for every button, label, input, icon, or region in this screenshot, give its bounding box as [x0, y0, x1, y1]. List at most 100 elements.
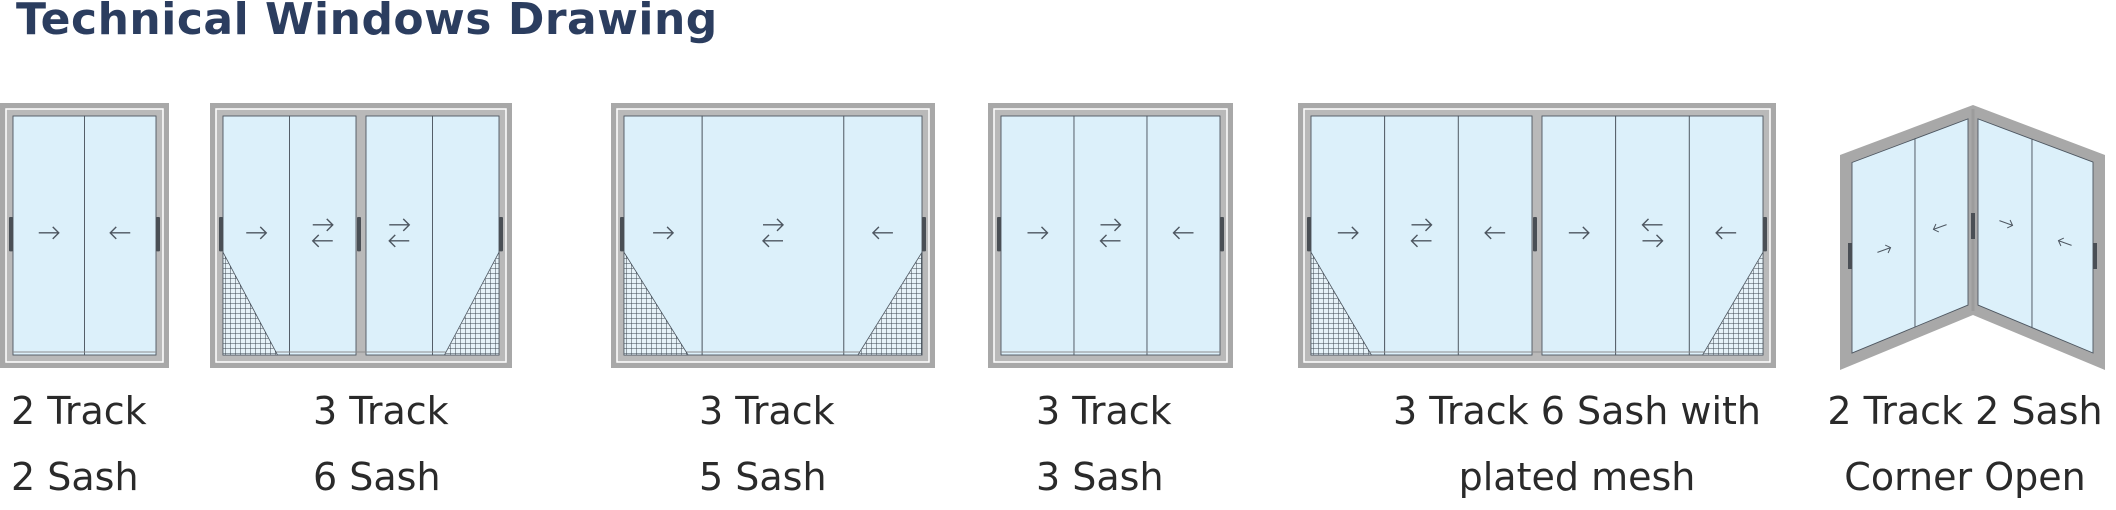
handle-icon: [156, 216, 160, 252]
label-3-track-6-sash: 3 Track 6 Sash: [313, 378, 449, 510]
arrow-path: [762, 234, 783, 248]
arrow-path: [1642, 234, 1664, 248]
handle-icon: [1848, 243, 1852, 269]
label-line2: 3 Sash: [1036, 455, 1164, 499]
arrow-path: [38, 226, 60, 240]
arrow-left-icon: [109, 226, 131, 240]
arrow-left-icon: [1172, 226, 1194, 240]
arrow-path: [763, 218, 784, 232]
label-3-track-6-sash-plated-mesh: 3 Track 6 Sash with plated mesh: [1372, 378, 1782, 510]
arrow-swap-right-left-icon: [762, 218, 784, 248]
mesh-screen-right: [1701, 250, 1764, 356]
arrow-path: [1999, 219, 2014, 229]
glass-panels: [623, 115, 923, 356]
mesh-screen-left: [1310, 250, 1373, 356]
glass-panel: [1851, 138, 1916, 354]
handle-icon: [922, 216, 926, 252]
handle-icon: [219, 216, 223, 252]
arrow-path: [1410, 234, 1432, 248]
label-line1: 3 Track: [313, 389, 449, 433]
handle-icon: [9, 216, 13, 252]
arrow-swap-left-right-icon: [1641, 218, 1664, 248]
glass-panel: [701, 115, 845, 356]
arrow-left-icon: [2057, 237, 2072, 247]
mesh-screen-right: [443, 252, 500, 356]
arrow-swap-right-left-icon: [311, 218, 334, 248]
arrow-path: [1877, 244, 1892, 254]
label-corner-open: 2 Track 2 Sash Corner Open: [1820, 378, 2110, 510]
label-line2: 2 Sash: [11, 455, 139, 499]
handle-icon: [1533, 216, 1537, 252]
handle-icon: [1971, 213, 1975, 239]
glass-panel: [1384, 115, 1459, 356]
arrow-left-icon: [1715, 226, 1737, 240]
glass-panel: [365, 115, 433, 356]
handle-icon: [1763, 216, 1767, 252]
label-line2: Corner Open: [1844, 455, 2086, 499]
glass-panel: [1615, 115, 1690, 356]
window-2-track-2-sash: [0, 103, 169, 368]
glass-panel: [1914, 118, 1969, 328]
handle-icon: [1220, 216, 1224, 252]
glass-panel: [84, 115, 157, 356]
glass-panels: [12, 115, 157, 356]
label-line1: 3 Track 6 Sash with: [1392, 389, 1761, 433]
label-line2: 6 Sash: [313, 455, 441, 499]
arrow-right-icon: [1999, 219, 2014, 229]
handle-icon: [997, 216, 1001, 252]
handle-icon: [1307, 216, 1311, 252]
label-line1: 2 Track: [11, 389, 147, 433]
mesh-screen-left: [623, 250, 689, 356]
arrow-path: [1100, 218, 1122, 232]
arrow-path: [246, 226, 268, 240]
glass-panel: [1146, 115, 1221, 356]
glass-panel: [1457, 115, 1533, 356]
arrow-path: [1099, 234, 1121, 248]
arrow-right-icon: [653, 226, 675, 240]
arrow-path: [1337, 226, 1359, 240]
glass-panel: [1073, 115, 1148, 356]
label-3-track-3-sash: 3 Track 3 Sash: [1036, 378, 1172, 510]
window-3-track-3-sash: [988, 103, 1233, 368]
arrow-path: [1411, 218, 1433, 232]
arrow-right-icon: [246, 226, 268, 240]
window-3-track-5-sash: [611, 103, 935, 368]
handle-icon: [357, 216, 361, 252]
glass-panel: [1541, 115, 1617, 356]
mesh-screen-right: [857, 250, 923, 356]
glass-panels: [1851, 118, 2094, 354]
label-3-track-5-sash: 3 Track 5 Sash: [699, 378, 835, 510]
arrow-swap-right-left-icon: [388, 218, 411, 248]
arrow-path: [1641, 218, 1663, 232]
label-line1: 3 Track: [699, 389, 835, 433]
glass-panel: [12, 115, 85, 356]
arrow-right-icon: [1568, 226, 1590, 240]
arrow-swap-right-left-icon: [1099, 218, 1122, 248]
label-line1: 2 Track 2 Sash: [1827, 389, 2103, 433]
window-corner-open: [1840, 105, 2105, 370]
arrow-right-icon: [1877, 244, 1892, 254]
arrow-left-icon: [1484, 226, 1506, 240]
glass-panel: [1977, 118, 2033, 329]
arrow-path: [312, 218, 334, 232]
arrow-wrap: [1877, 244, 1892, 254]
arrow-wrap: [1932, 223, 1947, 233]
arrow-path: [1484, 226, 1506, 240]
arrow-path: [1568, 226, 1590, 240]
glass-panel: [2031, 138, 2094, 354]
window-3-track-6-sash-plated-mesh: [1298, 103, 1776, 368]
arrow-path: [1715, 226, 1737, 240]
label-line2: plated mesh: [1458, 455, 1696, 499]
mesh-screen-left: [222, 252, 279, 356]
handle-icon: [620, 216, 624, 252]
handle-icon: [499, 216, 503, 252]
label-line1: 3 Track: [1036, 389, 1172, 433]
window-3-track-6-sash: [210, 103, 512, 368]
arrow-right-icon: [1337, 226, 1359, 240]
arrow-wrap: [2057, 237, 2072, 247]
arrow-right-icon: [1027, 226, 1049, 240]
arrow-left-icon: [1932, 223, 1947, 233]
arrow-path: [1172, 226, 1194, 240]
arrow-path: [311, 234, 333, 248]
glass-panel: [1000, 115, 1075, 356]
